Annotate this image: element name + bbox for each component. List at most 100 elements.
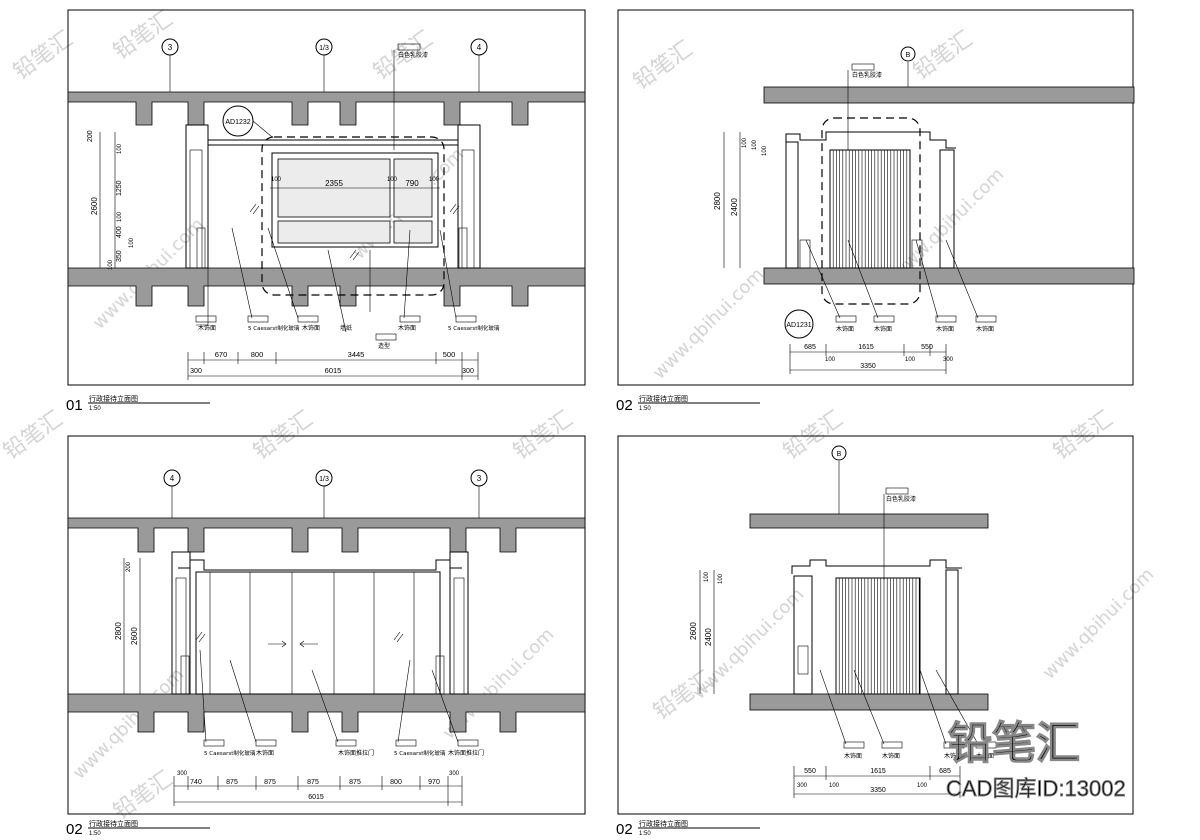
material-tag <box>335 739 357 747</box>
material-note: 5 Caesarst制化玻璃 <box>204 749 256 757</box>
grid-axis-1-3: 1/3 <box>315 469 333 518</box>
height-dim: 100 <box>704 571 710 582</box>
material-note: 木饰面 <box>882 752 900 760</box>
pad-label: 100 <box>387 177 398 183</box>
dim-label: 685 <box>939 768 951 775</box>
drawing-scale: 1:50 <box>89 831 101 837</box>
dim-label: 500 <box>443 350 456 359</box>
ceiling-slab <box>749 513 989 529</box>
height-dim: 200 <box>126 561 132 572</box>
elevation-panel-3: 4 1/3 3 <box>67 435 586 815</box>
grid-label: 4 <box>477 43 482 52</box>
grid-label: B <box>906 52 911 59</box>
material-tag <box>885 487 909 495</box>
watermark-logo: 铅笔汇 <box>109 767 177 825</box>
grid-label: 4 <box>170 474 175 483</box>
drawing-number: 02 <box>66 821 83 838</box>
slat-lines <box>832 150 908 268</box>
left-wall <box>785 141 799 269</box>
ceiling-slab <box>67 517 586 553</box>
material-tag <box>975 315 997 323</box>
dim-label: 300 <box>177 771 188 777</box>
height-dim: 350 <box>116 250 123 262</box>
grid-axis-3: 3 <box>470 469 488 518</box>
material-tag <box>935 315 957 323</box>
height-dim: 2600 <box>90 197 99 215</box>
dim-label: 100 <box>905 357 916 363</box>
material-tag <box>247 315 269 323</box>
watermark-logo: 铅笔汇 <box>109 7 177 65</box>
material-note: 白色乳胶漆 <box>852 71 882 79</box>
width-label: 2355 <box>325 179 343 188</box>
height-dim: 2400 <box>730 198 739 216</box>
slatted-panel <box>835 577 921 695</box>
dim-label: 6015 <box>325 366 342 375</box>
drawing-title: 行政接待立面图 <box>639 394 688 403</box>
material-tag <box>881 741 903 749</box>
height-dim: 100 <box>108 259 114 270</box>
dim-label: 3445 <box>348 350 365 359</box>
material-tag <box>457 739 479 747</box>
right-wall <box>945 569 959 695</box>
dim-label: 685 <box>804 344 816 351</box>
drawing-scale: 1:50 <box>639 831 651 837</box>
dim-label: 100 <box>917 783 928 789</box>
dim-label: 300 <box>943 357 954 363</box>
dim-label: 300 <box>462 368 474 375</box>
title-block-3: 02 行政接待立面图 1:50 <box>66 819 210 838</box>
material-note: 木饰面推拉门 <box>338 749 374 757</box>
right-column <box>449 551 469 695</box>
dim-label: 3350 <box>870 787 886 794</box>
grid-axis-b: B <box>900 46 916 87</box>
watermark-logo: 铅笔汇 <box>0 407 68 465</box>
panel-frame <box>67 435 586 815</box>
dim-label: 550 <box>804 768 816 775</box>
dim-label: 100 <box>829 783 840 789</box>
section-id: AD1231 <box>786 322 811 329</box>
section-id: AD1232 <box>225 119 250 126</box>
material-note: 白色乳胶漆 <box>886 495 916 503</box>
right-column <box>457 124 481 269</box>
material-note: 木饰面 <box>398 324 416 332</box>
height-dim: 2800 <box>713 192 722 210</box>
dim-label: 970 <box>428 779 440 786</box>
material-tag <box>395 739 417 747</box>
material-note: 木饰面 <box>944 752 962 760</box>
material-note: 白色乳胶漆 <box>398 51 428 59</box>
dim-label: 1615 <box>858 344 874 351</box>
material-note: 木饰面 <box>302 324 320 332</box>
height-dim: 100 <box>752 139 758 150</box>
floor-slab <box>67 693 586 733</box>
brand-logo: 铅笔汇 <box>948 718 1080 769</box>
ceiling-slab <box>67 91 586 126</box>
elevation-panel-2: B AD1231 白色乳胶漆 2800 2400 100 100 100 <box>617 9 1135 386</box>
elevation-panel-4: B 白色乳胶漆 2600 2400 100 100 木饰面 木饰面 木饰面 木饰… <box>617 435 1134 815</box>
watermark-logo: 铅笔汇 <box>909 27 977 85</box>
material-note: 木饰面 <box>936 325 954 333</box>
left-wall <box>793 575 813 695</box>
dim-label: 1615 <box>870 768 886 775</box>
grid-label: 3 <box>168 43 173 52</box>
material-tag <box>943 741 965 749</box>
height-dim: 100 <box>718 573 724 584</box>
material-tag <box>835 315 857 323</box>
material-note: 木饰面 <box>976 752 994 760</box>
slat-lines <box>838 578 920 694</box>
material-tag <box>195 315 217 323</box>
height-dim: 100 <box>117 211 123 222</box>
dim-label: 800 <box>390 779 402 786</box>
grid-axis-4: 4 <box>163 469 181 518</box>
watermark-site: www.qbihui.com <box>69 664 189 784</box>
width-label: 790 <box>405 179 419 188</box>
drawing-scale: 1:50 <box>639 406 651 412</box>
material-tag <box>873 315 895 323</box>
grid-label: 3 <box>477 474 482 483</box>
height-dim: 100 <box>129 237 135 248</box>
dim-label: 100 <box>825 357 836 363</box>
watermark-logo: 铅笔汇 <box>9 27 77 85</box>
material-tag <box>297 315 319 323</box>
dim-label: 550 <box>921 344 933 351</box>
door-opening <box>195 571 441 695</box>
drawing-number: 02 <box>616 397 633 414</box>
height-dim: 100 <box>762 145 768 156</box>
